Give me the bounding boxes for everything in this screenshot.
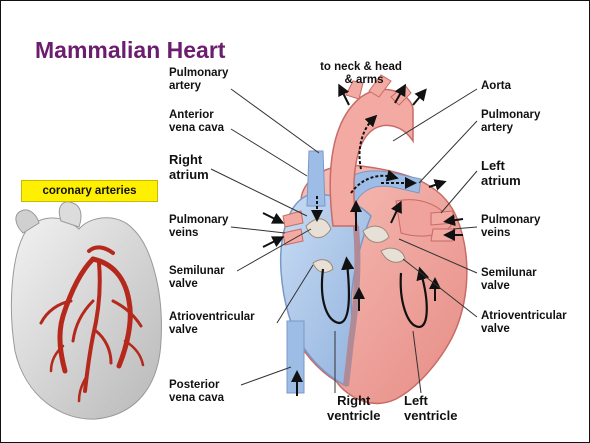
- label-pulmonary-veins-left: Pulmonary veins: [169, 214, 228, 240]
- page-title: Mammalian Heart: [35, 37, 225, 64]
- label-av-valve-left: Atrioventricular valve: [169, 311, 255, 337]
- label-left-atrium: Left atrium: [481, 158, 521, 188]
- label-anterior-vena-cava: Anterior vena cava: [169, 109, 224, 135]
- label-aorta: Aorta: [481, 80, 511, 93]
- label-left-ventricle: Left ventricle: [404, 393, 457, 423]
- coronary-arteries-label: coronary arteries: [21, 180, 158, 202]
- label-av-valve-right: Atrioventricular valve: [481, 310, 567, 336]
- label-right-ventricle: Right ventricle: [327, 393, 380, 423]
- label-pulmonary-artery-right: Pulmonary artery: [481, 109, 540, 135]
- label-semilunar-valve-left: Semilunar valve: [169, 265, 225, 291]
- label-pulmonary-artery-left: Pulmonary artery: [169, 67, 228, 93]
- label-posterior-vena-cava: Posterior vena cava: [169, 379, 224, 405]
- label-semilunar-valve-right: Semilunar valve: [481, 267, 537, 293]
- label-to-neck-head-arms: to neck & head & arms: [305, 61, 417, 87]
- label-right-atrium: Right atrium: [169, 152, 209, 182]
- label-pulmonary-veins-right: Pulmonary veins: [481, 214, 540, 240]
